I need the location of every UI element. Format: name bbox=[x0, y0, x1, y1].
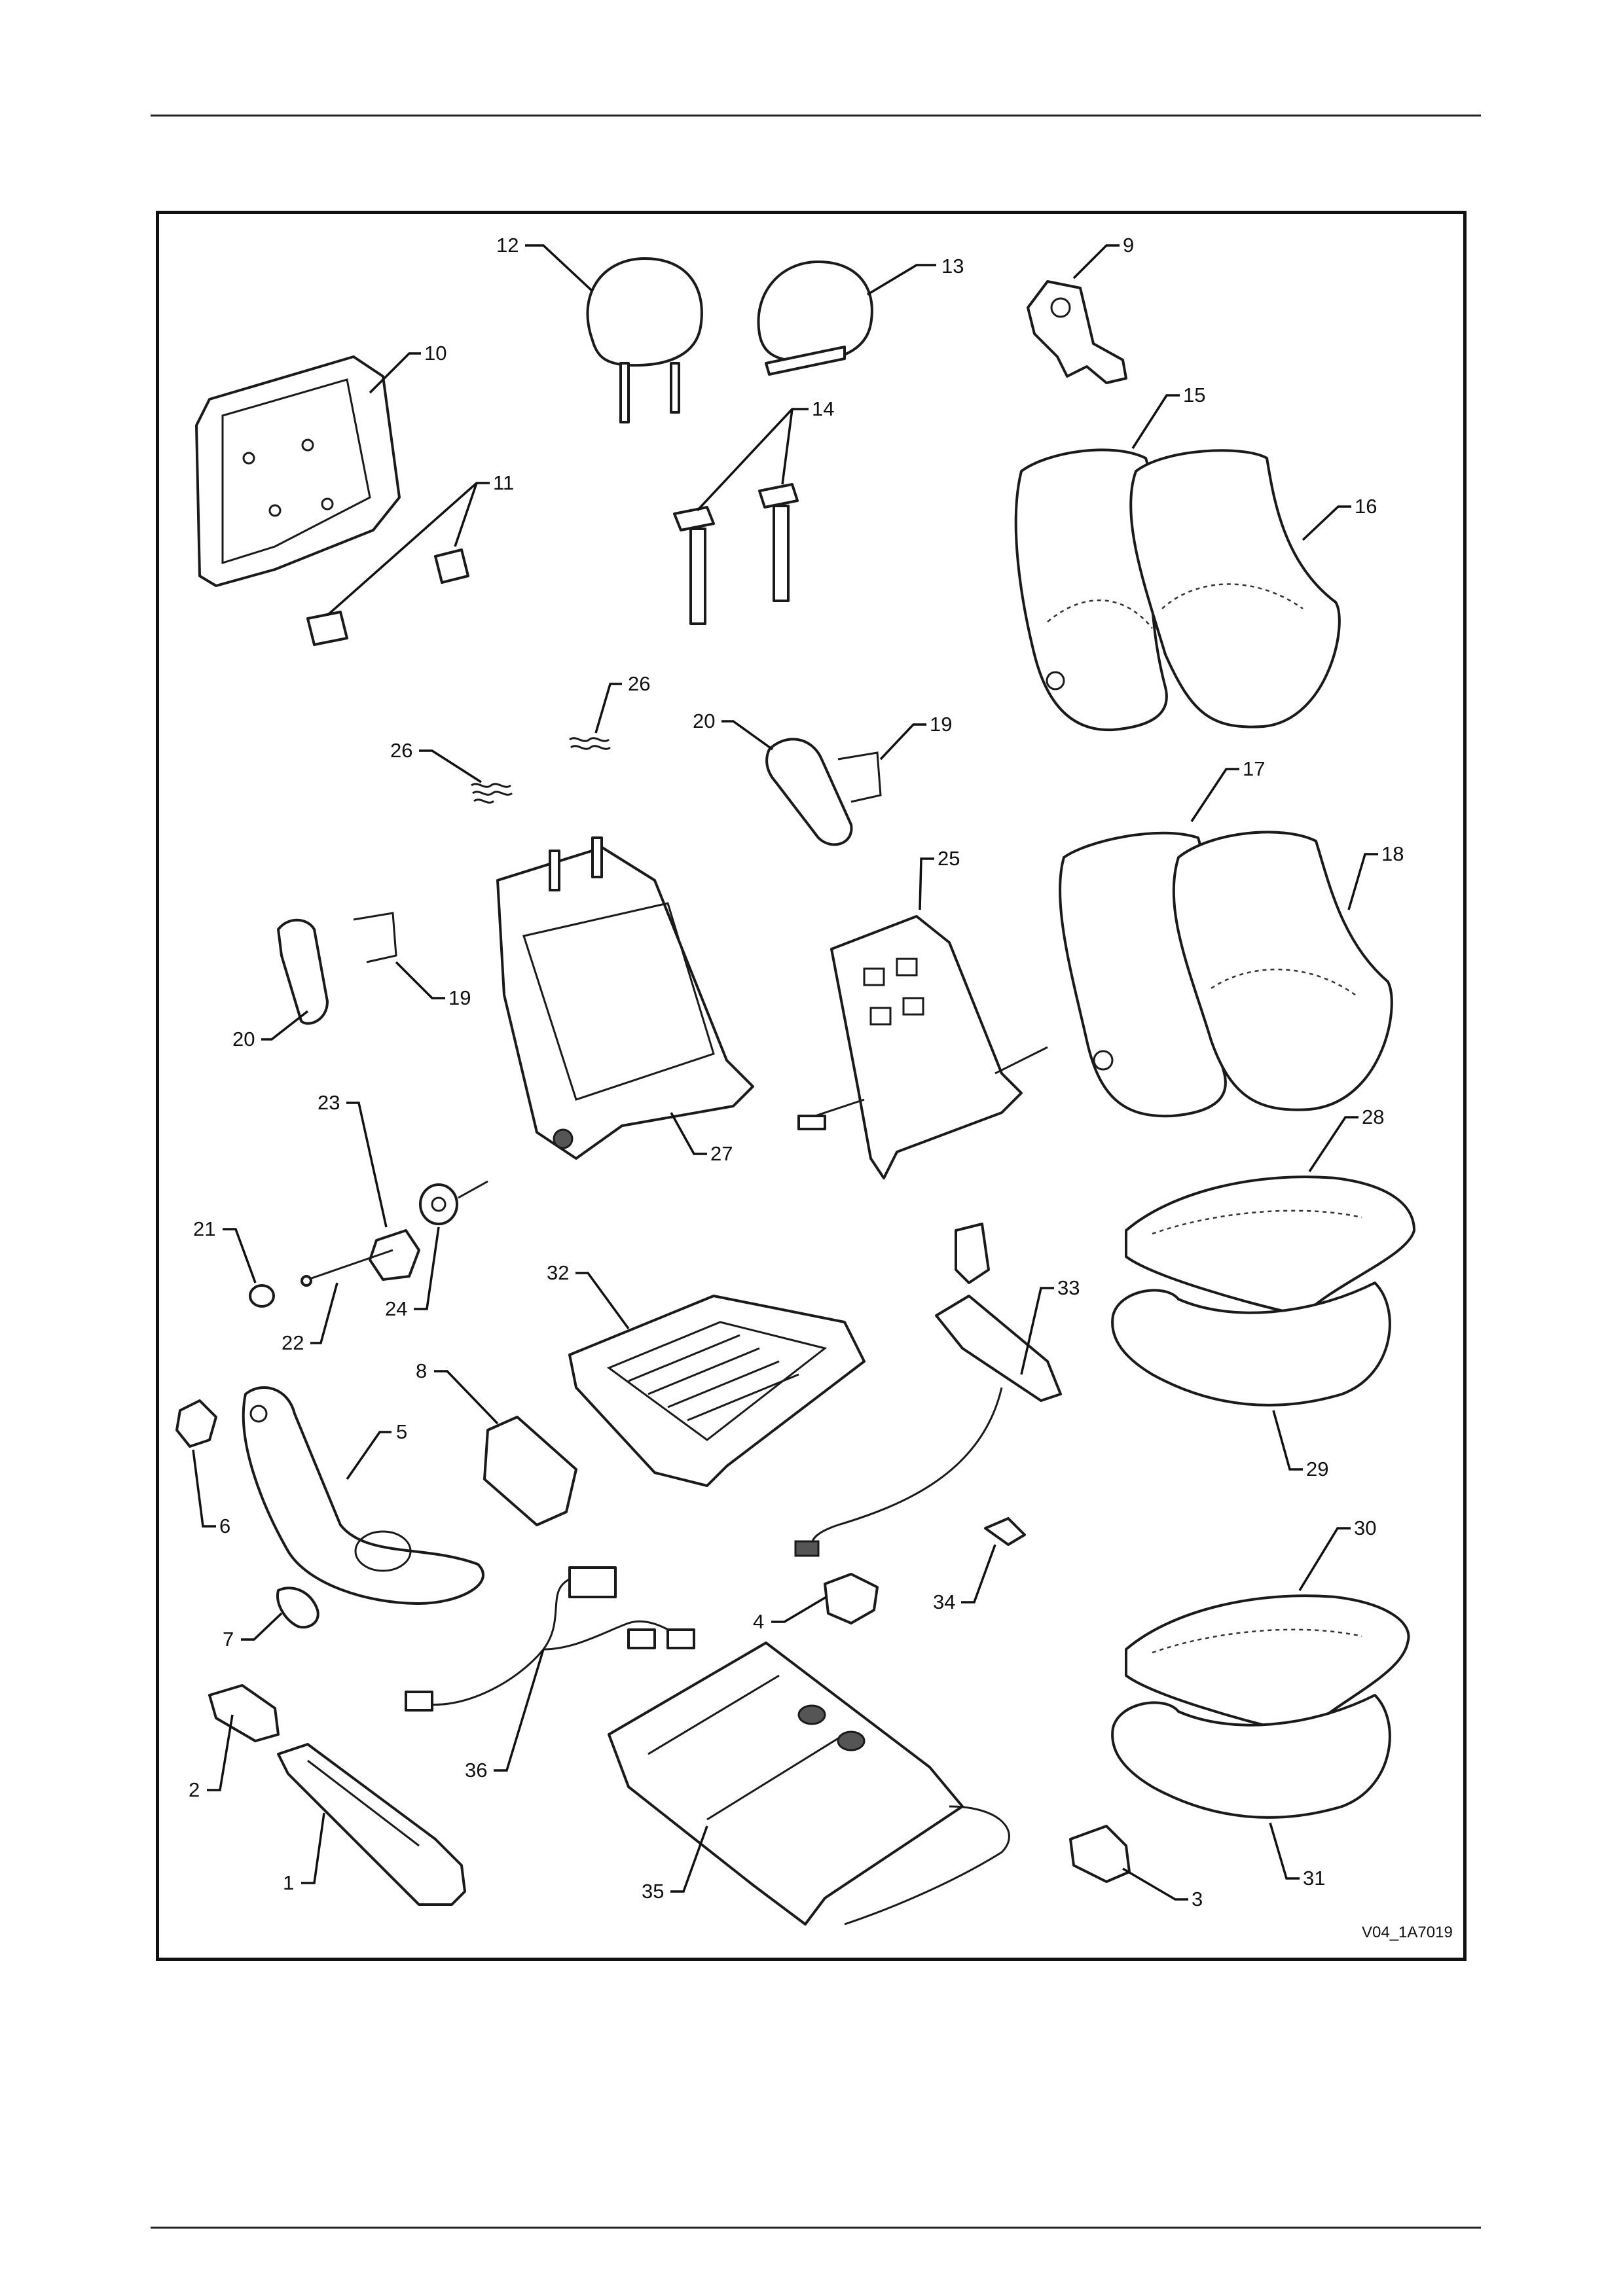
callout-7: 7 bbox=[223, 1628, 234, 1651]
callout-6: 6 bbox=[219, 1515, 230, 1537]
trim-2 bbox=[210, 1685, 278, 1741]
backrest-panel-10 bbox=[196, 357, 399, 586]
trim-1 bbox=[278, 1744, 465, 1905]
callout-22: 22 bbox=[282, 1331, 304, 1354]
callout-31: 31 bbox=[1303, 1867, 1325, 1890]
cap-7 bbox=[278, 1588, 318, 1627]
callout-3: 3 bbox=[1192, 1888, 1203, 1910]
callout-35: 35 bbox=[642, 1880, 664, 1903]
clip-4 bbox=[825, 1574, 877, 1623]
callout-15: 15 bbox=[1183, 384, 1205, 406]
side-trim-5 bbox=[244, 1388, 483, 1604]
callout-29: 29 bbox=[1306, 1458, 1328, 1480]
knob-6 bbox=[177, 1401, 216, 1446]
lumbar-pad-20-lower bbox=[278, 920, 327, 1024]
callout-28: 28 bbox=[1362, 1105, 1384, 1128]
callout-33: 33 bbox=[1057, 1276, 1080, 1299]
clip-34 bbox=[985, 1518, 1025, 1545]
callout-17: 17 bbox=[1243, 757, 1265, 780]
figure-reference: V04_1A7019 bbox=[1362, 1924, 1453, 1941]
spring-26 bbox=[471, 738, 610, 803]
callout-32: 32 bbox=[547, 1261, 569, 1284]
callout-14: 14 bbox=[812, 397, 834, 420]
callout-34: 34 bbox=[933, 1590, 955, 1613]
callout-30: 30 bbox=[1354, 1516, 1376, 1539]
callout-20-upper: 20 bbox=[693, 709, 715, 732]
callout-4: 4 bbox=[753, 1610, 764, 1633]
backrest-frame-27 bbox=[498, 838, 753, 1158]
callout-9: 9 bbox=[1123, 234, 1134, 257]
headrest-guide-14 bbox=[674, 484, 797, 624]
seatbelt-buckle-33 bbox=[795, 1224, 1061, 1556]
callout-26-left: 26 bbox=[390, 739, 412, 762]
washer-24 bbox=[420, 1181, 488, 1224]
u-pin-19-lower bbox=[354, 913, 396, 962]
callout-11: 11 bbox=[493, 471, 514, 494]
callout-23: 23 bbox=[318, 1091, 340, 1114]
callout-19-upper: 19 bbox=[930, 713, 952, 736]
callout-21: 21 bbox=[193, 1217, 215, 1240]
callout-1: 1 bbox=[283, 1871, 294, 1894]
headrest-12 bbox=[587, 259, 701, 422]
callout-16: 16 bbox=[1355, 495, 1377, 518]
callout-8: 8 bbox=[416, 1359, 427, 1382]
callout-12: 12 bbox=[496, 234, 519, 257]
bracket-9 bbox=[1028, 281, 1126, 383]
headrest-13 bbox=[758, 262, 871, 374]
callout-2: 2 bbox=[189, 1778, 200, 1801]
switch-8 bbox=[484, 1417, 576, 1525]
cap-21 bbox=[250, 1285, 274, 1306]
seat-frame-32 bbox=[570, 1296, 864, 1486]
callout-18: 18 bbox=[1381, 842, 1404, 865]
u-pin-19-upper bbox=[838, 753, 881, 802]
callout-36: 36 bbox=[465, 1759, 487, 1782]
clip-11 bbox=[308, 550, 468, 645]
callout-24: 24 bbox=[385, 1297, 407, 1320]
callout-13: 13 bbox=[941, 255, 964, 278]
lumbar-plate-25 bbox=[799, 916, 1048, 1178]
seat-track-35 bbox=[609, 1643, 1009, 1924]
callout-27: 27 bbox=[710, 1142, 733, 1165]
callout-25: 25 bbox=[938, 847, 960, 870]
callout-10: 10 bbox=[424, 342, 447, 365]
callout-19-lower: 19 bbox=[448, 986, 471, 1009]
callout-20-lower: 20 bbox=[232, 1028, 255, 1050]
lumbar-pad-20-upper bbox=[767, 739, 851, 844]
callout-5: 5 bbox=[396, 1420, 407, 1443]
callout-26-right: 26 bbox=[628, 672, 650, 695]
clip-3 bbox=[1070, 1826, 1129, 1882]
